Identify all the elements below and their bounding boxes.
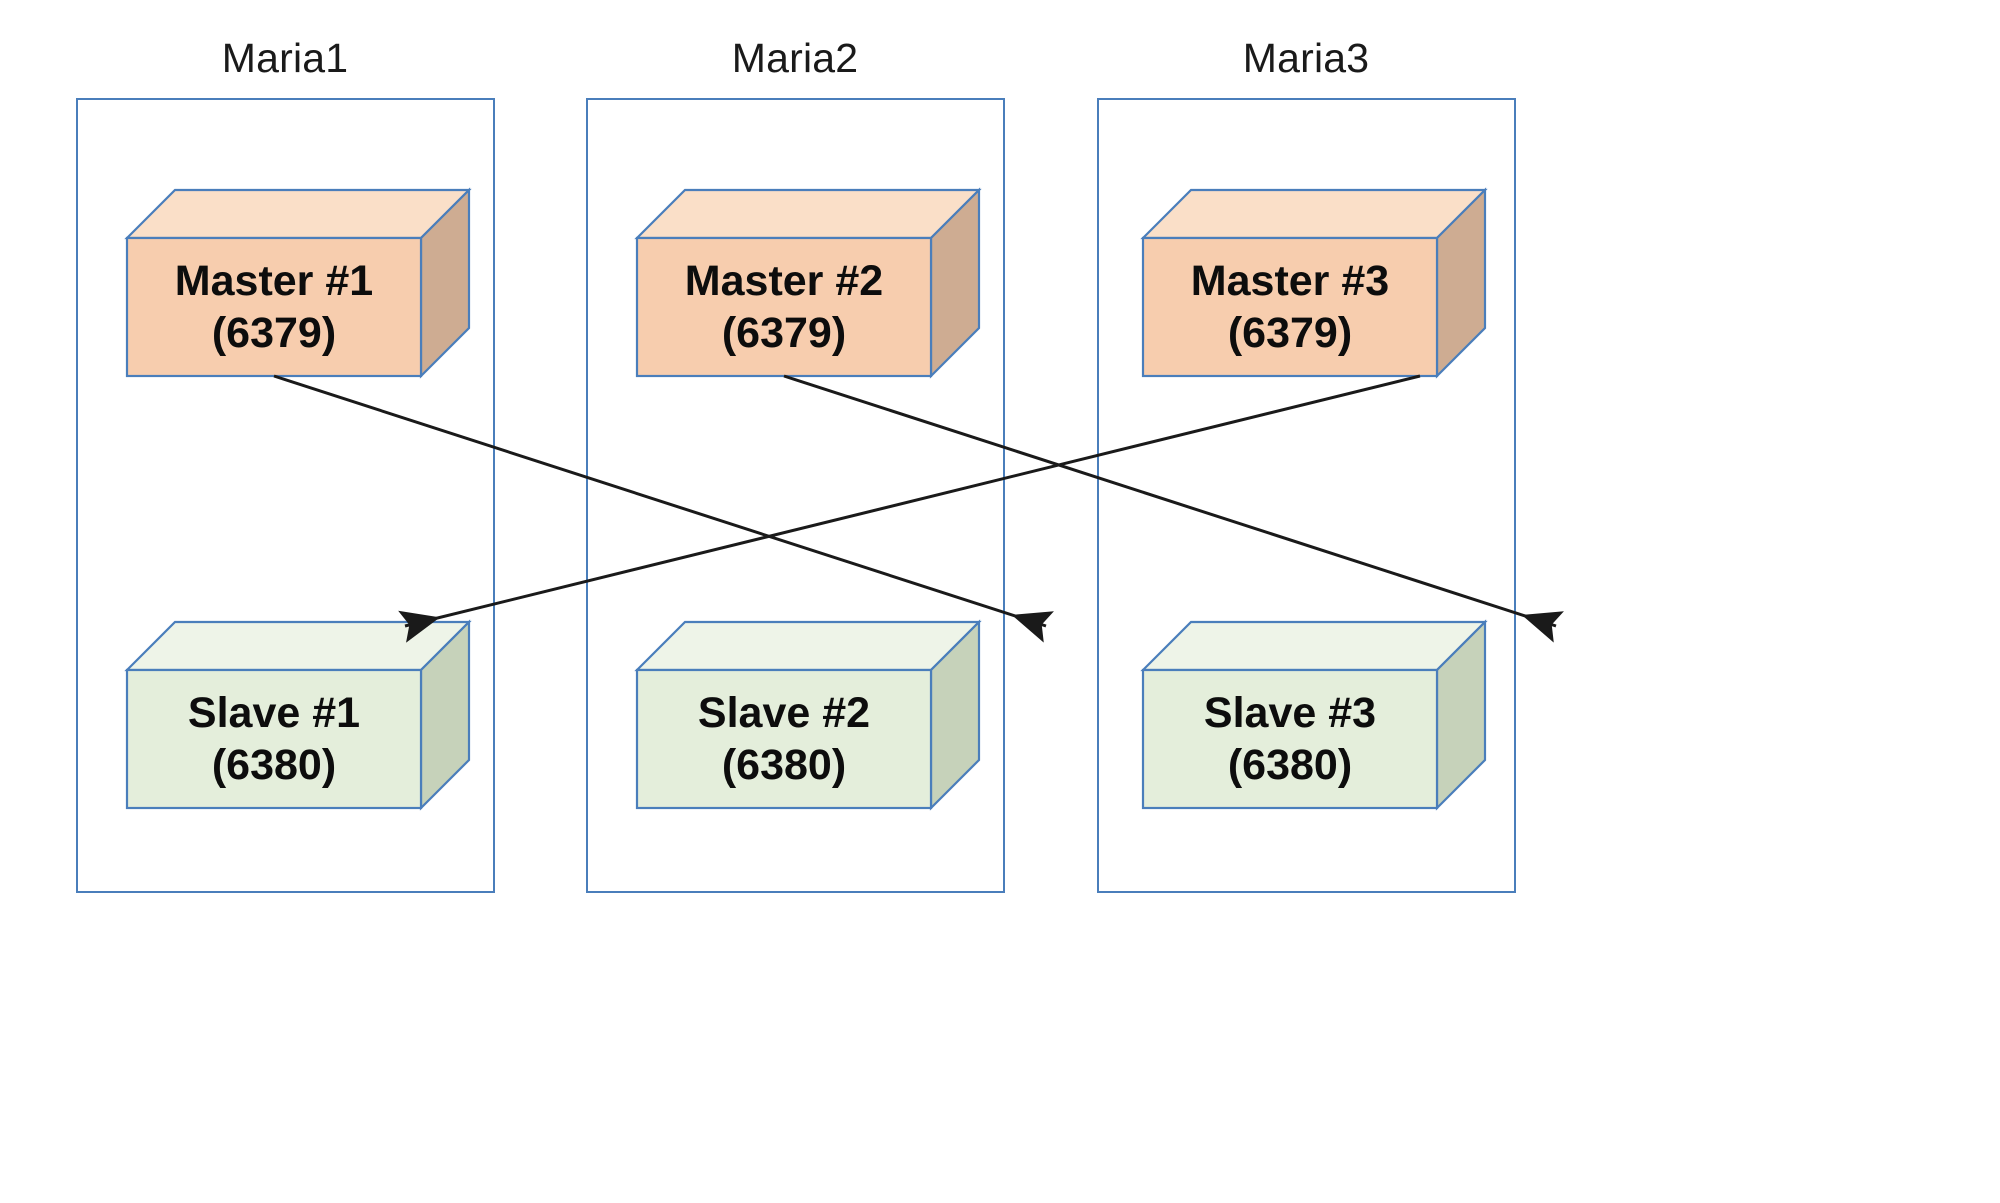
host-title-maria1: Maria1 — [221, 35, 349, 81]
master-cube-3-shape — [1140, 187, 1488, 379]
master-cube-1-shape — [124, 187, 472, 379]
master-cube-2-shape — [634, 187, 982, 379]
slave-node-3[interactable]: Slave #3 (6380) — [1140, 619, 1488, 811]
master-node-3[interactable]: Master #3 (6379) — [1140, 187, 1488, 379]
slave-cube-2-shape — [634, 619, 982, 811]
host-title-maria2: Maria2 — [731, 35, 859, 81]
master-node-2[interactable]: Master #2 (6379) — [634, 187, 982, 379]
host-title-maria3: Maria3 — [1242, 35, 1370, 81]
slave-node-2[interactable]: Slave #2 (6380) — [634, 619, 982, 811]
slave-cube-1-shape — [124, 619, 472, 811]
slave-cube-3-shape — [1140, 619, 1488, 811]
master-node-1[interactable]: Master #1 (6379) — [124, 187, 472, 379]
slave-node-1[interactable]: Slave #1 (6380) — [124, 619, 472, 811]
